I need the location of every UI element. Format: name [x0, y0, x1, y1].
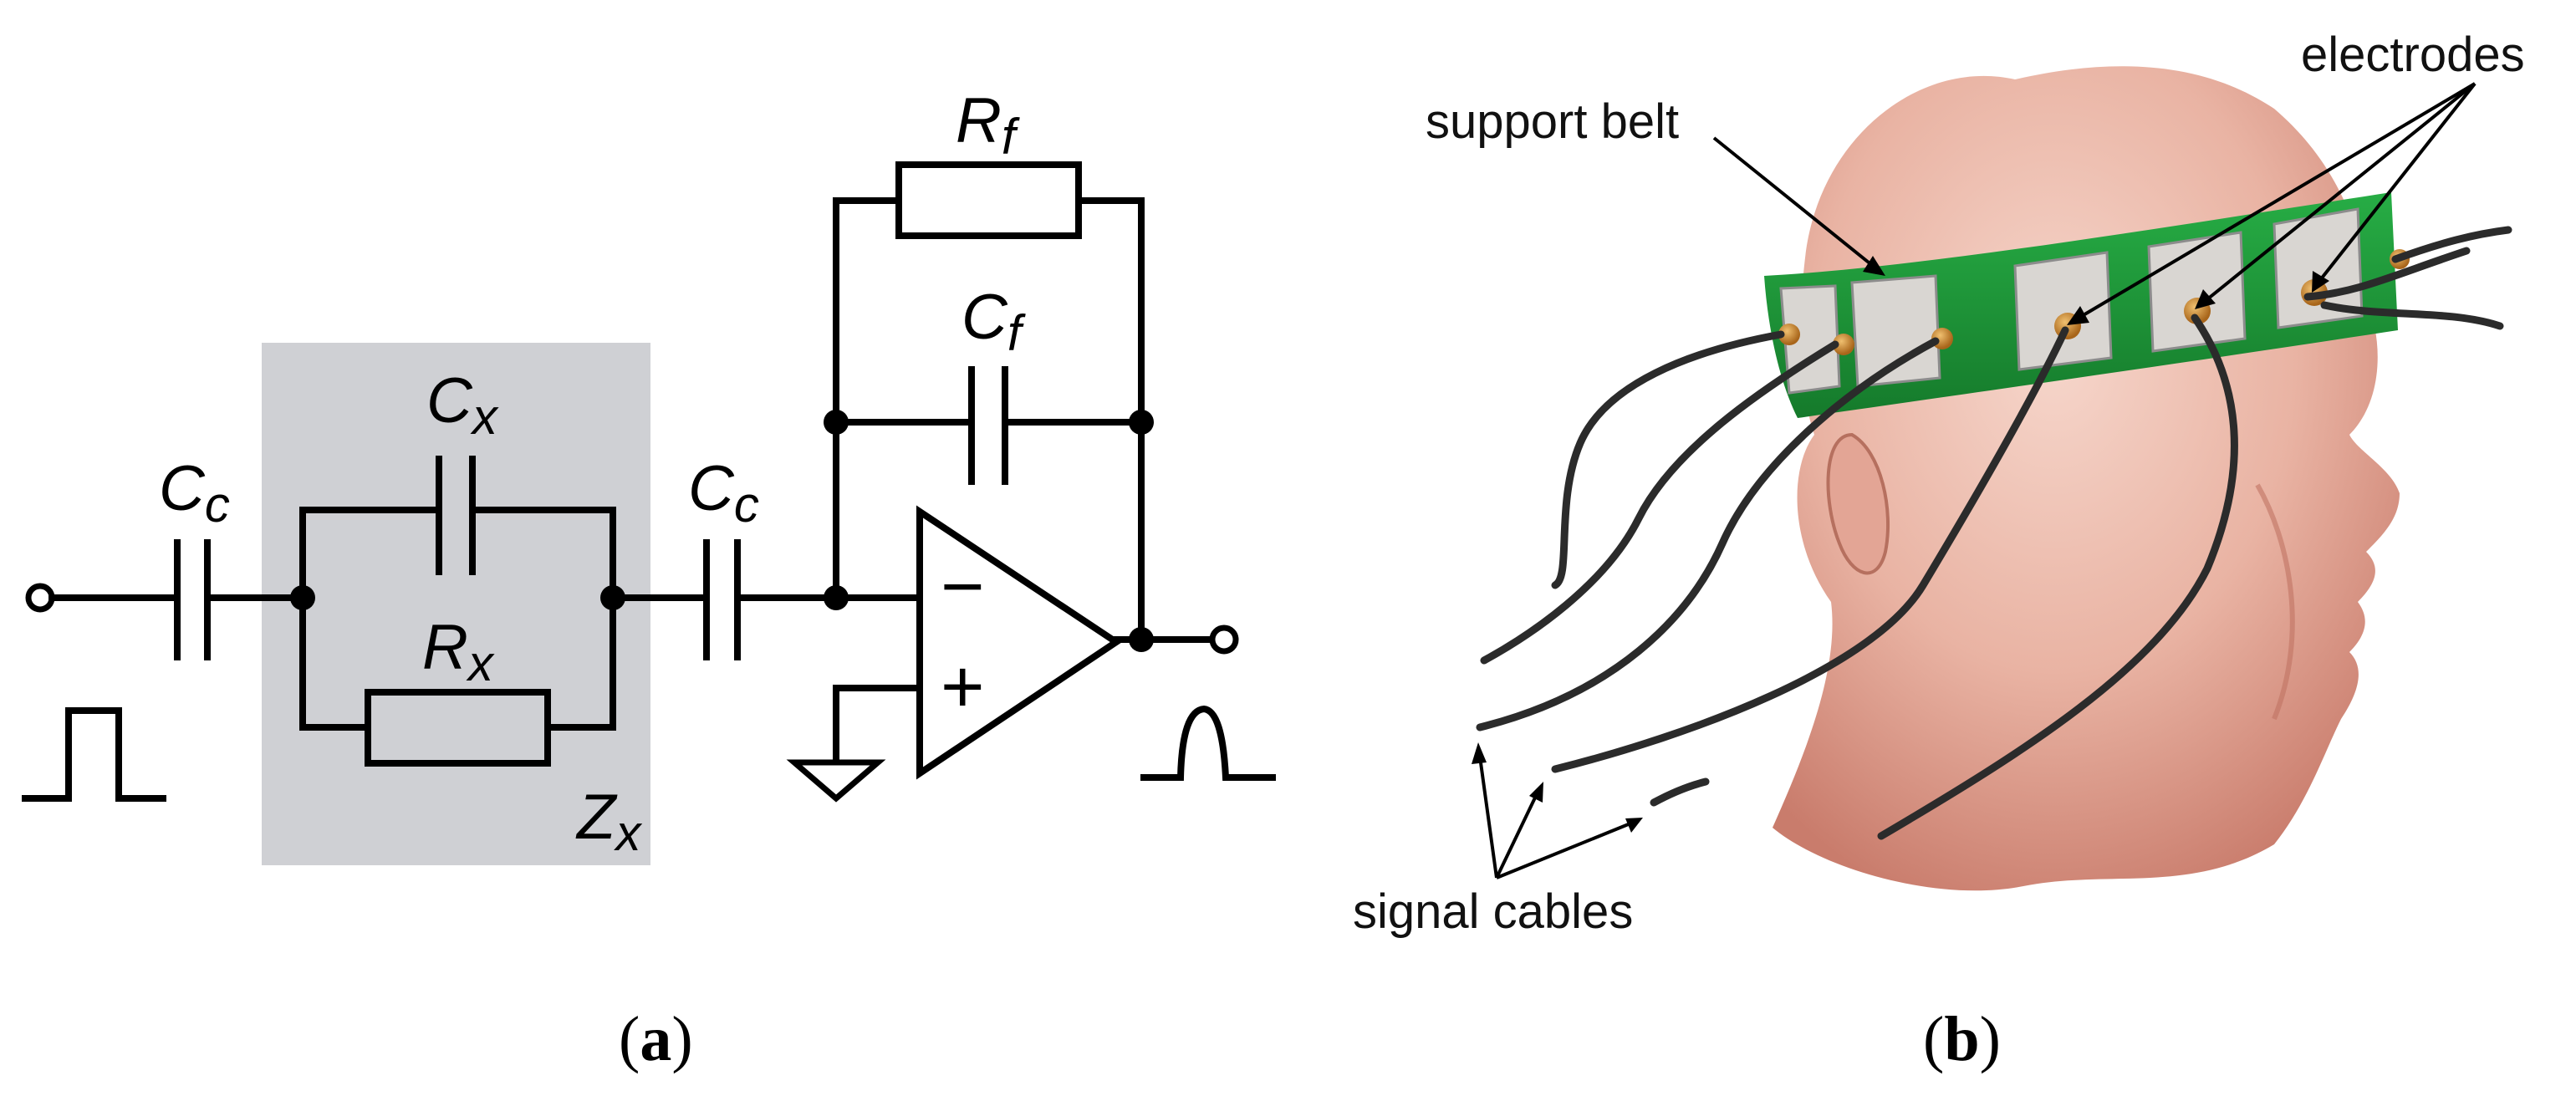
input-pulse-waveform	[22, 707, 166, 802]
signal-cable	[2303, 247, 2471, 301]
arrow-signal-cables-1	[1478, 756, 1498, 879]
electrode-pad	[2013, 251, 2113, 371]
op-amp-triangle	[916, 505, 1123, 780]
panel-a-circuit: − + Cc Cx Rx Zx Cc Rf Cf	[22, 85, 1276, 865]
rf-resistor	[895, 161, 1082, 239]
arrowhead	[1863, 256, 1885, 276]
op-amp-minus-sign: −	[941, 545, 985, 629]
signal-cable	[1476, 337, 1940, 732]
caption-a: (a)	[619, 1004, 693, 1074]
signal-cable-end	[1650, 777, 1710, 807]
electrode-pad	[2147, 231, 2247, 353]
arrowhead	[1529, 782, 1543, 803]
arrow-electrodes-1	[2080, 82, 2477, 318]
caption-b: (b)	[1923, 1004, 2001, 1074]
signal-cable	[2320, 301, 2504, 330]
label-electrodes: electrodes	[2301, 28, 2525, 82]
node-output	[1129, 627, 1154, 652]
connector	[1833, 334, 1854, 355]
label-support-belt: support belt	[1426, 94, 1679, 149]
arrow-signal-cables-2	[1495, 793, 1538, 879]
arrowhead	[2195, 289, 2216, 309]
arrow-electrodes-3	[2318, 82, 2477, 282]
label-cc-left: Cc	[159, 453, 230, 533]
signal-cable	[1551, 326, 2069, 773]
panel-b-illustration: support belt electrodes signal cables	[1353, 28, 2525, 939]
output-pulse-waveform	[1140, 705, 1276, 781]
electrode-pad	[2272, 207, 2364, 329]
arrowhead	[2067, 306, 2089, 325]
label-rx: Rx	[422, 612, 495, 691]
label-rf: Rf	[956, 85, 1020, 165]
impedance-box	[262, 343, 650, 865]
callout-arrows	[1472, 82, 2477, 879]
label-cc-right: Cc	[688, 453, 759, 533]
ground-symbol	[786, 759, 886, 803]
electrode-pad	[1850, 274, 1941, 388]
arrow-signal-cables-3	[1496, 822, 1631, 879]
signal-cable	[1480, 340, 1839, 665]
signal-cable	[1877, 314, 2238, 840]
label-cx: Cx	[426, 365, 499, 445]
label-zx: Zx	[575, 782, 642, 861]
arrow-electrodes-2	[2206, 82, 2477, 301]
arrow-support-belt	[1712, 136, 1875, 268]
face-shading	[2255, 483, 2295, 721]
output-terminal	[1209, 624, 1239, 655]
label-cf: Cf	[962, 282, 1026, 361]
arrowhead	[1625, 818, 1643, 833]
op-amp-plus-sign: +	[941, 645, 985, 729]
connector	[1778, 324, 1800, 345]
signal-cable	[2391, 226, 2512, 263]
signal-cable	[1551, 330, 1785, 589]
arrowhead	[2312, 271, 2329, 293]
label-signal-cables: signal cables	[1353, 884, 1633, 939]
input-terminal	[25, 583, 55, 613]
arrowhead	[1472, 742, 1487, 764]
signal-cable-bundle	[1476, 226, 2512, 840]
ear	[1826, 432, 1890, 575]
